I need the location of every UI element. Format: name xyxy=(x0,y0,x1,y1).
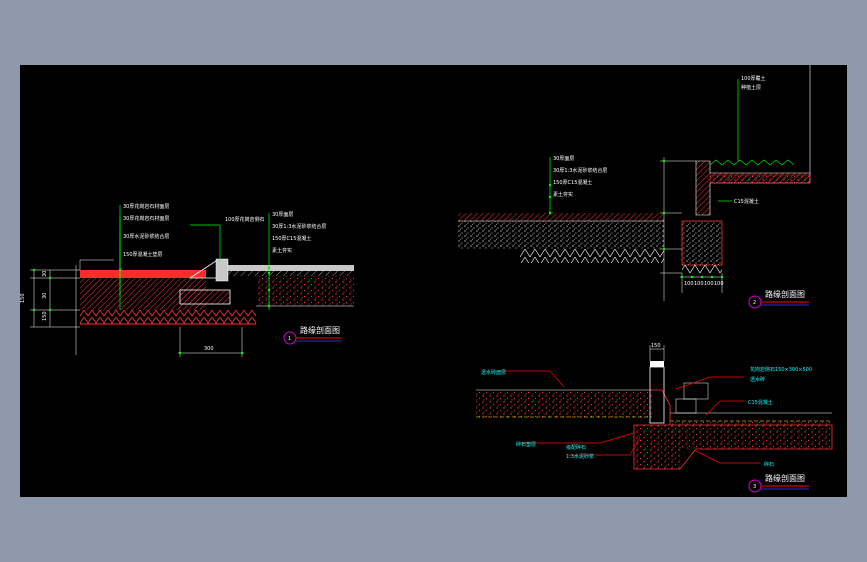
d2-wall xyxy=(695,160,811,216)
d1-label-2: 30厚花岗岩石材面层 xyxy=(123,215,169,222)
d2-label-4: 素土夯实 xyxy=(553,191,573,198)
d3-label-left-3: 级配碎石 xyxy=(566,444,586,451)
d1-label-7: 30厚1:3水泥砂浆结合层 xyxy=(272,223,326,230)
d1-title: 路缘剖面图 xyxy=(300,325,340,335)
d2-soil xyxy=(520,249,664,263)
d1-right-concrete xyxy=(256,276,354,306)
d2-dim-2: 100 xyxy=(694,281,704,287)
d1-label-9: 素土夯实 xyxy=(272,247,292,254)
d1-surface-layer xyxy=(80,270,206,278)
d1-label-4: 150厚混凝土垫层 xyxy=(123,251,163,258)
d1-dim-surface: 30 xyxy=(42,271,48,277)
d2-label-7: 种植土层 xyxy=(741,84,761,91)
d1-base-layer xyxy=(80,310,256,324)
d2-detail-number: 2 xyxy=(753,300,756,306)
d1-label-1: 30厚花岗岩石材面层 xyxy=(123,203,169,210)
d3-curb-stone xyxy=(649,366,665,424)
d1-label-8: 150厚C15混凝土 xyxy=(272,235,311,242)
d2-label-2: 30厚1:3水泥砂浆结合层 xyxy=(553,167,607,174)
d1-curb-base xyxy=(179,289,231,305)
d2-footing xyxy=(681,220,723,266)
d2-dim-3: 100 xyxy=(704,281,714,287)
d2-title: 路缘剖面图 xyxy=(765,289,805,299)
d3-label-right-3: C15混凝土 xyxy=(748,399,773,406)
d2-label-3: 150厚C15混凝土 xyxy=(553,179,592,186)
d3-detail-number: 3 xyxy=(753,484,756,490)
d3-label-left-2: 碎石垫层 xyxy=(516,441,536,448)
d3-title: 路缘剖面图 xyxy=(765,473,805,483)
d1-dim-base: 150 xyxy=(42,311,48,321)
detail-2-section: 100 100 100 100 30厚面层 30厚1:3水泥砂浆结合层 150厚… xyxy=(458,65,811,309)
d3-label-right-1: 花岗岩侧石150×300×500 xyxy=(750,366,812,373)
d3-label-left-4: 1:3水泥砂浆 xyxy=(566,453,594,460)
cad-drawing[interactable]: 150 30 30 150 300 30厚花岗岩石材面层 30厚花岗岩石材面层 … xyxy=(20,65,847,497)
d2-dim-1: 100 xyxy=(684,281,694,287)
d2-label-5: C15混凝土 xyxy=(734,198,759,205)
d1-label-5: 100厚花岗岩侧石 xyxy=(225,216,265,223)
d3-dim-top: 150 xyxy=(651,343,661,349)
d1-curb-stone xyxy=(215,258,229,282)
d2-label-6: 100厚覆土 xyxy=(741,75,766,82)
d2-label-1: 30厚面层 xyxy=(553,156,574,162)
d1-label-3: 30厚水泥砂浆结合层 xyxy=(123,233,169,240)
d2-surface xyxy=(458,213,664,221)
d3-label-right-2: 透水砖 xyxy=(750,376,765,383)
d1-label-6: 30厚面层 xyxy=(272,212,293,218)
d3-label-left-1: 透水砖面层 xyxy=(481,369,506,376)
d1-dim-total: 150 xyxy=(20,293,26,303)
d1-detail-number: 1 xyxy=(288,336,291,342)
d2-concrete xyxy=(458,221,664,249)
d2-dim-4: 100 xyxy=(714,281,724,287)
d3-label-right-4: 碎石 xyxy=(764,461,774,468)
cad-drawing-viewport[interactable]: 150 30 30 150 300 30厚花岗岩石材面层 30厚花岗岩石材面层 … xyxy=(20,65,847,497)
d3-left-base xyxy=(476,391,652,417)
detail-3-section: 150 透水砖面层 碎石垫层 级配碎石 1:3水泥砂浆 花岗岩侧石150×300… xyxy=(476,343,833,493)
d1-right-surface xyxy=(228,265,354,271)
detail-1-section: 150 30 30 150 300 30厚花岗岩石材面层 30厚花岗岩石材面层 … xyxy=(20,203,354,357)
d1-dim-bottom: 300 xyxy=(204,346,214,352)
d1-dim-concrete: 30 xyxy=(42,293,48,299)
d3-right-base xyxy=(670,421,832,449)
